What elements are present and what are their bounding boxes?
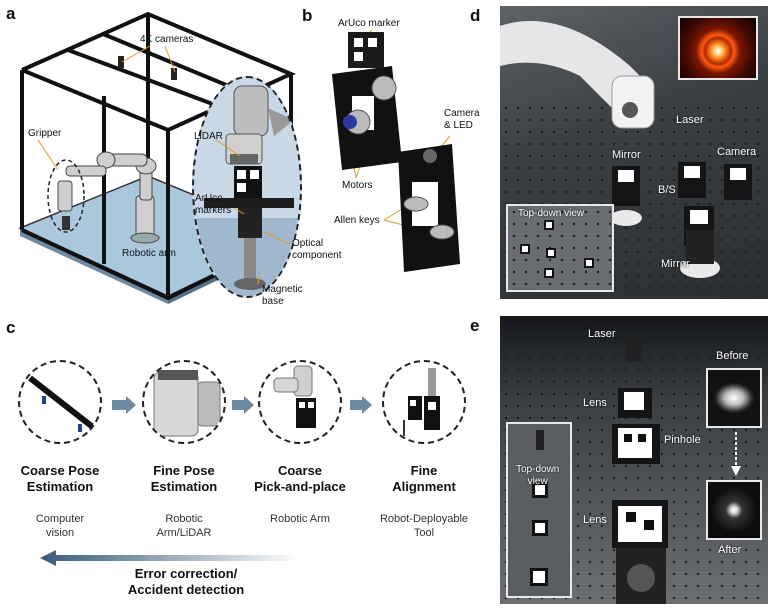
photo-setup-d (500, 6, 768, 299)
label-e-before: Before (716, 350, 749, 362)
stage-title-3: Coarse Pick-and-place (254, 463, 346, 494)
label-magnetic-base: Magnetic base (262, 284, 303, 307)
zoom-oval (192, 76, 302, 298)
stage-sub-2: Robotic Arm/LiDAR (156, 513, 212, 540)
topdown-inset-e (506, 422, 572, 598)
label-e-laser: Laser (588, 328, 616, 340)
label-d-camera: Camera (717, 146, 757, 158)
label-gripper: Gripper (28, 128, 62, 139)
stage-arrows (112, 396, 372, 414)
beam-after-inset (706, 480, 762, 540)
label-camera-led: Camera & LED (444, 108, 480, 131)
label-robotic-arm: Robotic arm (122, 248, 176, 259)
label-lidar: LiDAR (194, 131, 223, 142)
stage-title-4: Fine Alignment (392, 463, 456, 494)
stage-title-2: Fine Pose Estimation (150, 463, 218, 494)
label-e-lens-top: Lens (583, 397, 607, 409)
stage-circle-1 (18, 360, 102, 444)
label-d-bs: B/S (658, 184, 676, 196)
stage-sub-4: Robot-Deployable Tool (379, 513, 469, 540)
stage-sub-1: Computer vision (35, 513, 85, 540)
label-e-lens-bottom: Lens (583, 514, 607, 526)
stage-circle-3 (258, 360, 342, 444)
label-d-mirror-top: Mirror (612, 149, 641, 161)
photo-setup-e (500, 316, 768, 604)
label-d-topdown: Top-down view (518, 208, 585, 219)
panel-letter-c: c (6, 318, 16, 337)
panel-letter-b: b (302, 6, 313, 25)
stage-sub-3: Robotic Arm (270, 513, 330, 525)
topdown-inset-d (506, 204, 614, 292)
label-allen-keys: Allen keys (334, 215, 380, 226)
label-4k-cameras: 4K cameras (140, 34, 194, 45)
panel-letter-e: e (470, 316, 480, 335)
tool-illustration (332, 32, 460, 272)
laser-spot-inset (678, 16, 758, 80)
label-d-mirror-bottom: Mirror (661, 258, 690, 270)
label-d-laser: Laser (676, 114, 704, 126)
panel-letter-d: d (470, 6, 481, 25)
label-e-topdown: Top-down view (516, 464, 560, 487)
label-e-after: After (718, 544, 742, 556)
label-aruco-marker: ArUco marker (338, 18, 400, 29)
stage-circle-2 (142, 360, 226, 444)
feedback-arrow (40, 550, 302, 566)
stage-circle-4 (382, 360, 466, 444)
label-aruco-markers: ArUco markers (195, 193, 232, 216)
feedback-label: Error correction/ Accident detection (127, 566, 245, 597)
panel-letter-a: a (6, 4, 16, 23)
label-optical-component: Optical component (292, 238, 342, 261)
stage-title-1: Coarse Pose Estimation (20, 463, 100, 494)
label-e-pinhole: Pinhole (664, 434, 701, 446)
label-motors: Motors (342, 180, 373, 191)
before-after-arrow (731, 432, 741, 476)
beam-before-inset (706, 368, 762, 428)
